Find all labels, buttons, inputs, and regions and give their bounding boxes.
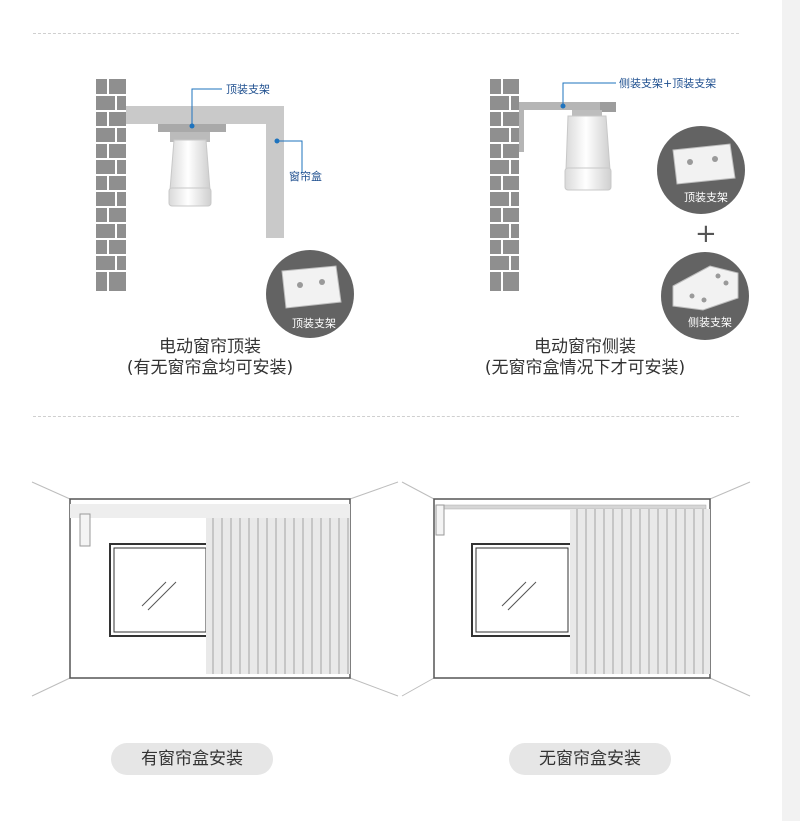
top-bracket-badge: 顶装支架 — [266, 250, 354, 338]
top-mount-diagram: 顶装支架 窗帘盒 顶装支架 — [96, 79, 354, 338]
side-mount-diagram: 侧装支架+顶装支架 顶装支架 侧装支架 — [490, 77, 749, 340]
badge-label-top: 顶装支架 — [292, 317, 336, 330]
callout-side-bracket: 侧装支架+顶装支架 — [619, 77, 716, 90]
caption-subtitle: (无窗帘盒情况下才可安装) — [484, 358, 686, 378]
middle-divider — [33, 416, 739, 417]
curtain-track — [439, 504, 707, 510]
callout-top-bracket: 顶装支架 — [226, 83, 270, 96]
plus-sign: + — [695, 219, 717, 249]
brick-wall — [490, 79, 519, 291]
curtain — [570, 509, 710, 674]
caption-subtitle: (有无窗帘盒均可安装) — [126, 358, 294, 378]
label-with-box: 有窗帘盒安装 — [111, 743, 273, 775]
motor-icon — [565, 115, 611, 171]
motor-icon — [169, 139, 211, 191]
window — [471, 543, 573, 637]
top-bracket-badge: 顶装支架 — [657, 126, 745, 214]
label-without-box: 无窗帘盒安装 — [509, 743, 671, 775]
caption-title: 电动窗帘顶装 — [159, 337, 261, 357]
side-bracket-badge: 侧装支架 — [661, 252, 749, 340]
brick-wall — [96, 79, 126, 291]
curtain — [206, 518, 350, 674]
top-mount-caption: 电动窗帘顶装 (有无窗帘盒均可安装) — [80, 337, 340, 379]
curtain-box — [70, 504, 350, 518]
curtain-box — [126, 106, 284, 238]
badge-label-side: 侧装支架 — [688, 316, 732, 329]
room-scene-with-box — [31, 481, 399, 697]
right-edge-strip — [782, 0, 800, 821]
side-mount-caption: 电动窗帘侧装 (无窗帘盒情况下才可安装) — [465, 337, 705, 379]
room-scene-without-box — [401, 481, 751, 697]
window — [109, 543, 211, 637]
callout-curtain-box: 窗帘盒 — [289, 169, 322, 183]
top-divider — [33, 33, 739, 34]
caption-title: 电动窗帘侧装 — [534, 337, 636, 357]
badge-label-top: 顶装支架 — [684, 191, 728, 204]
